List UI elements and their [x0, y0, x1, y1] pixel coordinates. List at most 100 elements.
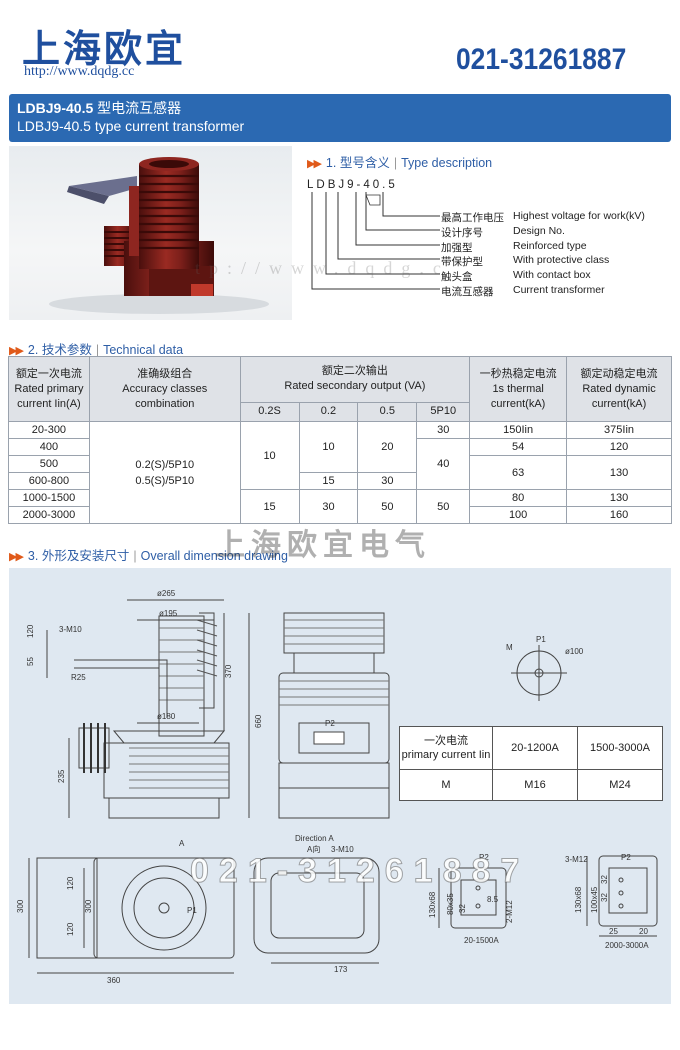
dim-370: 370	[224, 664, 233, 678]
pc-row-label: M	[399, 769, 493, 801]
model-code: LDBJ9-40.5	[307, 179, 398, 191]
product-photo	[9, 146, 292, 320]
td-en-ct: Current transformer	[513, 284, 605, 296]
company-watermark: 上海欧宜电气	[215, 529, 431, 562]
label-p2-c: P2	[621, 853, 631, 862]
label-p1-b: P1	[187, 906, 197, 915]
cell-current: 400	[8, 438, 90, 456]
cell-current: 600-800	[8, 472, 90, 490]
section-title-cn: 技术参数	[41, 343, 92, 357]
td-en-contact: With contact box	[513, 269, 591, 281]
title-model: LDBJ9-40.5	[17, 100, 94, 116]
cell-thermal: 63	[469, 455, 568, 490]
title-cn-suffix: 型电流互感器	[93, 100, 182, 116]
transformer-illustration	[49, 157, 269, 314]
cell-05: 30	[357, 472, 418, 490]
cell-05: 20	[357, 421, 418, 473]
dim-r25: R25	[71, 673, 86, 682]
th-class-5p10: 5P10	[416, 401, 471, 423]
section-type-description-header: ▶▶1. 型号含义|Type description	[307, 152, 492, 171]
dim-130x68: 130x68	[428, 891, 437, 918]
dim-300: 300	[16, 899, 25, 913]
dim-d100: ø100	[565, 647, 584, 656]
section-number: 2.	[27, 343, 39, 357]
dim-32-c: 32	[600, 875, 609, 884]
double-arrow-icon: ▶▶	[9, 551, 24, 563]
title-cn: LDBJ9-40.5 型电流互感器	[17, 98, 181, 118]
cell-dynamic: 130	[566, 455, 672, 490]
label-direction-a: Direction A	[295, 834, 334, 843]
divider: |	[95, 343, 100, 357]
dim-100x45: 100x45	[590, 886, 599, 913]
td-cn-design: 设计序号	[441, 227, 483, 239]
cell-5p10: 40	[416, 438, 471, 490]
dim-d180: ø180	[157, 712, 176, 721]
label-m: M	[506, 643, 513, 652]
dim-173: 173	[334, 965, 348, 974]
dim-3m10-b: 3-M10	[331, 845, 354, 854]
cell-current: 500	[8, 455, 90, 473]
section-title-en: Type description	[401, 156, 493, 170]
th-class-02: 0.2	[298, 401, 359, 423]
dim-120-b: 120	[66, 876, 75, 890]
td-cn-contact: 触头盒	[441, 271, 473, 283]
dim-32: 32	[458, 904, 467, 913]
section-title-en: Technical data	[103, 343, 184, 357]
section-number: 3.	[27, 549, 39, 563]
url-watermark: tp://www.dqdg.c	[195, 258, 450, 278]
divider: |	[133, 549, 137, 563]
label-p1: P1	[536, 635, 546, 644]
double-arrow-icon: ▶▶	[9, 345, 24, 357]
dim-235: 235	[57, 769, 66, 783]
dim-d265: ø265	[157, 589, 176, 598]
label-p2: P2	[325, 719, 335, 728]
cell-thermal: 100	[469, 506, 568, 524]
title-band	[9, 94, 671, 142]
cell-thermal: 54	[469, 438, 568, 456]
dim-2m12: 2-M12	[505, 900, 514, 923]
pc-val1: M16	[492, 769, 578, 801]
td-cn-reinforced: 加强型	[441, 242, 473, 254]
dim-3m12: 3-M12	[565, 855, 588, 864]
td-en-voltage: Highest voltage for work(kV)	[513, 210, 645, 222]
cell-current: 1000-1500	[8, 489, 90, 507]
td-cn-protective: 带保护型	[441, 256, 483, 268]
dim-d195: ø195	[159, 609, 178, 618]
cell-dynamic: 120	[566, 438, 672, 456]
label-20-1500a: 20-1500A	[464, 936, 499, 945]
td-cn-voltage: 最高工作电压	[441, 212, 504, 224]
td-en-protective: With protective class	[513, 254, 610, 266]
cell-5p10: 30	[416, 421, 471, 439]
label-2000-3000a: 2000-3000A	[605, 941, 649, 950]
section-title-cn: 外形及安装尺寸	[41, 549, 130, 563]
cell-dynamic: 160	[566, 506, 672, 524]
dim-120-c: 120	[66, 922, 75, 936]
title-en: LDBJ9-40.5 type current transformer	[17, 118, 245, 134]
cell-02: 15	[298, 472, 359, 490]
cell-02s: 10	[239, 421, 300, 490]
pc-col2: 1500-3000A	[577, 726, 663, 770]
dim-120: 120	[26, 624, 35, 638]
website-url[interactable]: http://www.dqdg.cc	[24, 64, 135, 79]
dim-300-b: 300	[84, 899, 93, 913]
dim-130x68-b: 130x68	[574, 886, 583, 913]
cell-5p10: 50	[416, 489, 471, 524]
dim-25: 25	[609, 927, 618, 936]
section-dimension-header: ▶▶3. 外形及安装尺寸|Overall dimension drawing	[9, 545, 288, 564]
dim-55: 55	[26, 657, 35, 666]
dim-3m10: 3-M10	[59, 625, 82, 634]
cell-current: 2000-3000	[8, 506, 90, 524]
td-en-design: Design No.	[513, 225, 565, 237]
dim-360: 360	[107, 976, 121, 985]
cell-thermal: 150Iin	[469, 421, 568, 439]
dim-660: 660	[254, 714, 263, 728]
cell-current: 20-300	[8, 421, 90, 439]
td-en-reinforced: Reinforced type	[513, 240, 587, 252]
